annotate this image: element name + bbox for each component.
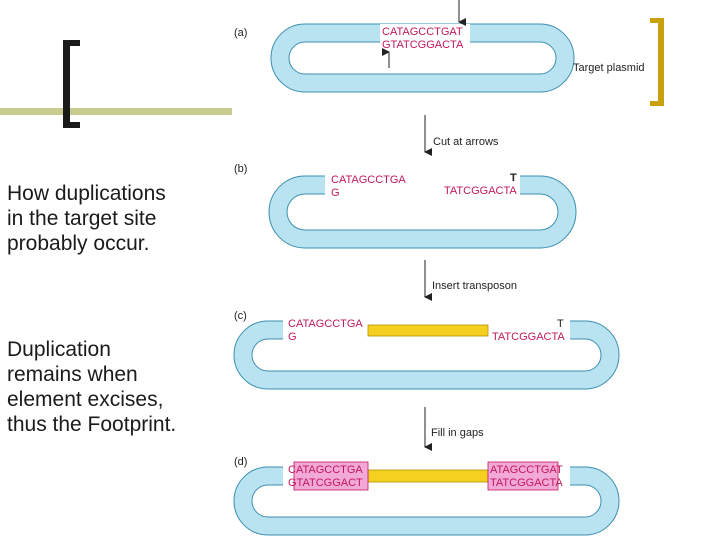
step-3-label: Fill in gaps [431,427,484,439]
panel-d-right-bottom: TATCGGACTA [490,477,563,489]
panel-d-left-bottom: GTATCGGACT [288,477,363,489]
slide-text-top: How duplications in the target site prob… [7,182,166,255]
duplication-box-left [293,461,369,491]
accent-bar [0,108,232,115]
panel-a-label: (a) [234,27,247,39]
panel-c-right-bottom: TATCGGACTA [492,331,565,343]
panel-b-right-bottom: TATCGGACTA [444,185,517,197]
right-bracket-top-serif [650,18,664,23]
duplication-box-right [487,461,559,491]
panel-b-right-top: T [510,172,517,184]
panel-a-bottom-strand: GTATCGGACTA [382,39,464,51]
right-bracket-bottom-serif [650,101,664,106]
panel-d-right-top: ATAGCCTGAT [490,464,563,476]
panel-d-left-top: CATAGCCTGA [288,464,363,476]
panel-c-label: (c) [234,310,247,322]
panel-b-label: (b) [234,163,247,175]
panel-a-top-strand: CATAGCCTGAT [382,26,463,38]
target-plasmid-label: Target plasmid [573,62,645,74]
slide-text-bottom: Duplication remains when element excises… [7,338,177,436]
right-bracket-decoration [658,18,664,106]
panel-b-left-bottom: G [331,187,340,199]
panel-d-label: (d) [234,456,247,468]
left-bracket-top-serif [63,40,80,46]
transposon-c [367,324,489,337]
step-2-label: Insert transposon [432,280,517,292]
site-a-background [380,24,470,46]
transposon-d [367,469,489,483]
panel-b-left-top: CATAGCCTGA [331,174,406,186]
panel-c-left-bottom: G [288,331,297,343]
left-bracket-decoration [63,40,70,128]
step-1-label: Cut at arrows [433,136,499,148]
left-bracket-bottom-serif [63,122,80,128]
panel-c-right-top: T [557,318,564,330]
panel-c-left-top: CATAGCCTGA [288,318,363,330]
